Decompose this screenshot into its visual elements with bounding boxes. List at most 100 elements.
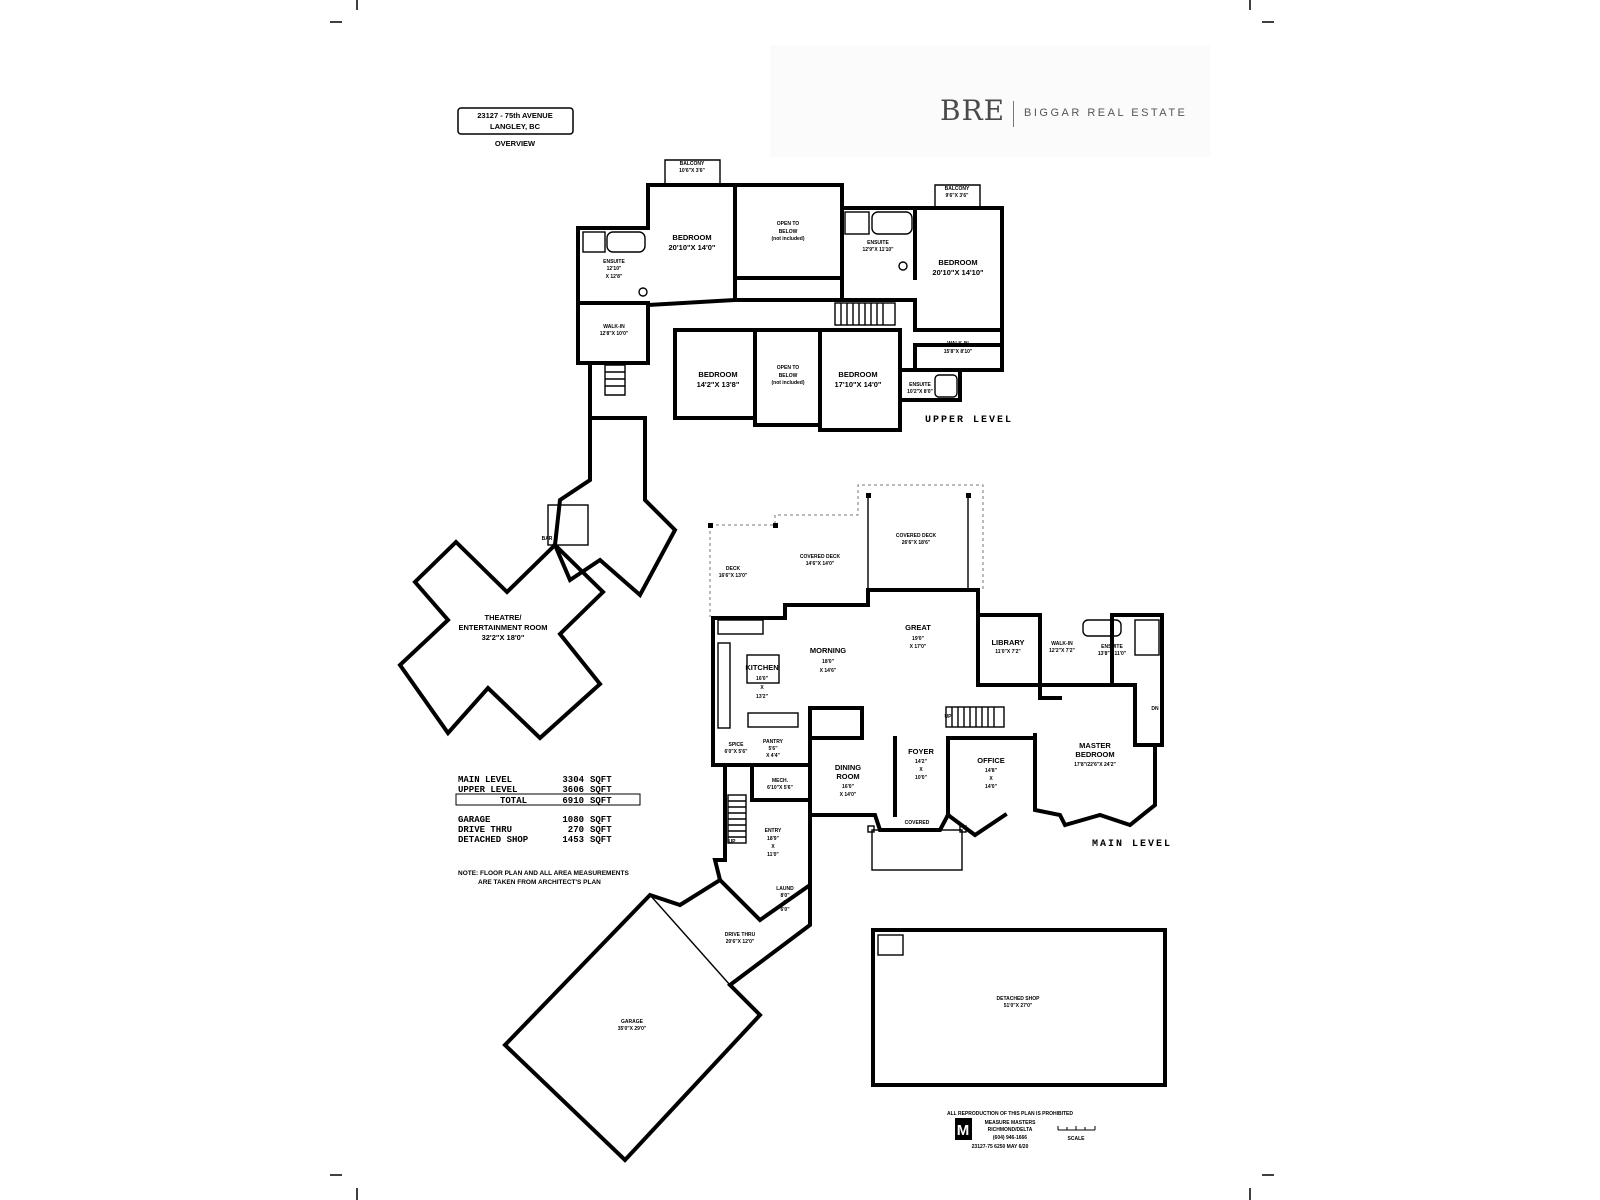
detached-shop-label: DETACHED SHOP [997, 996, 1041, 1002]
area-unit-drive: SQFT [590, 825, 612, 835]
upper-level: BALCONY 10'6"X 3'6" BALCONY 9'6"X 3'6" B… [576, 159, 1013, 432]
note-line-1: NOTE: FLOOR PLAN AND ALL AREA MEASUREMEN… [458, 870, 629, 877]
company-phone: (604) 946-1666 [993, 1135, 1027, 1141]
covered-entry-label2: ENTRY [909, 828, 926, 834]
walkin-right-label: WALK-IN [947, 341, 969, 347]
morning-label: MORNING [810, 646, 846, 655]
area-value-drive: 270 [568, 825, 584, 835]
mech-label: MECH. [772, 778, 789, 784]
walkin-left-dims: 12'8"X 10'0" [600, 331, 629, 337]
drive-thru-label: DRIVE THRU [725, 932, 756, 938]
crop-marks [330, 0, 1274, 1200]
balcony-left-label: BALCONY [680, 161, 705, 167]
stair-up-label: UP [945, 714, 953, 720]
deck-dims: 16'6"X 13'0" [719, 573, 748, 579]
area-unit-upper: SQFT [590, 785, 612, 795]
master-dims: 17'8"/22'6"X 24'2" [1074, 762, 1116, 768]
stair-up-label-2: UP [729, 839, 737, 845]
pantry-dims2: X 4'4" [766, 753, 780, 759]
brand-banner: BRE BIGGAR REAL ESTATE [770, 45, 1210, 157]
bedroom-ne-dims: 20'10"X 14'10" [932, 268, 984, 277]
view-label: OVERVIEW [495, 139, 536, 148]
covered-deck-2-dims: 26'6"X 18'6" [902, 540, 931, 546]
bedroom-s-label: BEDROOM [838, 370, 877, 379]
mech-dims: 6'10"X 5'6" [767, 785, 793, 791]
area-unit-total: SQFT [590, 796, 612, 806]
bar-label: BAR [542, 536, 553, 542]
garage-label: GARAGE [621, 1019, 644, 1025]
foyer-dims3: 10'0" [915, 775, 928, 781]
morning-dims: 18'0" [822, 659, 835, 665]
open-below-2-label: OPEN TO [777, 365, 800, 371]
library-label: LIBRARY [991, 638, 1024, 647]
ensuite-label: ENSUITE [1101, 644, 1123, 650]
area-value-main: 3304 [562, 775, 584, 785]
pantry-dims: 5'6" [768, 746, 778, 752]
ensuite-dims: 13'8"X 11'0" [1098, 651, 1127, 657]
laund-label: LAUND [776, 886, 794, 892]
kitchen-label: KITCHEN [745, 663, 778, 672]
open-below-2-note: (not included) [771, 380, 804, 386]
ensuite-mid-dims: 12'9"X 11'10" [862, 247, 894, 253]
master-label2: BEDROOM [1075, 750, 1114, 759]
detached-shop-dims: 51'0"X 27'0" [1004, 1003, 1033, 1009]
deck-posts [708, 493, 971, 528]
main-level: DECK 16'6"X 13'0" COVERED DECK 14'6"X 14… [708, 484, 1170, 923]
area-label-garage: GARAGE [458, 815, 491, 825]
measure-masters-logo [955, 1118, 972, 1140]
pantry-label: PANTRY [763, 739, 784, 745]
walkin-left-label: WALK-IN [603, 324, 625, 330]
area-label-main: MAIN LEVEL [458, 775, 512, 785]
upper-level-title: UPPER LEVEL [925, 415, 1013, 426]
office-dims: 14'8" [985, 768, 998, 774]
balcony-right-label: BALCONY [945, 186, 970, 192]
walkin-label: WALK-IN [1051, 641, 1073, 647]
deck-label: DECK [726, 566, 741, 572]
ensuite-small-dims: 10'2"X 8'0" [907, 389, 933, 395]
area-label-shop: DETACHED SHOP [458, 835, 529, 845]
laund-dims2: X [783, 900, 787, 906]
copyright-text: ALL REPRODUCTION OF THIS PLAN IS PROHIBI… [947, 1111, 1073, 1117]
bedroom-nw-dims: 20'10"X 14'0" [669, 243, 716, 252]
theatre-wing: BAR THEATRE/ ENTERTAINMENT ROOM 32'2"X 1… [397, 361, 678, 741]
theatre-label: THEATRE/ [485, 613, 523, 622]
laund-dims3: 6'0" [780, 907, 790, 913]
office-label: OFFICE [977, 756, 1005, 765]
balcony-left-dims: 10'6"X 3'6" [679, 168, 705, 174]
walkin-right-dims: 15'8"X 8'10" [944, 349, 973, 355]
foyer-dims2: X [919, 767, 923, 773]
ensuite-left-dims2: X 12'8" [606, 274, 623, 280]
drive-thru-dims: 20'6"X 12'0" [726, 939, 755, 945]
great-dims2: X 17'0" [910, 644, 927, 650]
area-value-garage: 1080 [562, 815, 584, 825]
garage-dims: 35'0"X 29'0" [618, 1026, 647, 1032]
entry-dims2: X [771, 844, 775, 850]
morning-dims2: X 14'6" [820, 668, 837, 674]
spice-dims: 6'0"X 5'6" [725, 749, 749, 755]
area-unit-main: SQFT [590, 775, 612, 785]
note-line-2: ARE TAKEN FROM ARCHITECT'S PLAN [478, 879, 601, 886]
brand-divider [1013, 101, 1014, 127]
covered-entry-label: COVERED [905, 820, 930, 826]
scale-bar [1057, 1126, 1096, 1131]
area-label-total: TOTAL [500, 796, 527, 806]
bedroom-sw-label: BEDROOM [698, 370, 737, 379]
bedroom-sw-dims: 14'2"X 13'8" [697, 380, 740, 389]
title-block: 23127 - 75th AVENUE LANGLEY, BC OVERVIEW [457, 107, 574, 148]
entry-dims: 18'9" [767, 836, 780, 842]
great-label: GREAT [905, 623, 931, 632]
entry-dims3: 11'0" [767, 852, 779, 858]
area-value-upper: 3606 [562, 785, 584, 795]
theatre-dims: 32'2"X 18'0" [482, 633, 525, 642]
laund-dims: 8'0" [780, 893, 790, 899]
open-below-1-label: OPEN TO [777, 221, 800, 227]
area-label-upper: UPPER LEVEL [458, 785, 517, 795]
address-line-2: LANGLEY, BC [490, 122, 541, 131]
foyer-dims: 14'2" [915, 759, 928, 765]
detached-shop: DETACHED SHOP 51'0"X 27'0" [871, 928, 1167, 1087]
open-below-1-label2: BELOW [779, 229, 798, 235]
job-number: 23127-75 6250 MAY 6/20 [972, 1144, 1029, 1150]
dining-dims: 16'0" [842, 784, 855, 790]
scale-label: SCALE [1068, 1136, 1086, 1142]
